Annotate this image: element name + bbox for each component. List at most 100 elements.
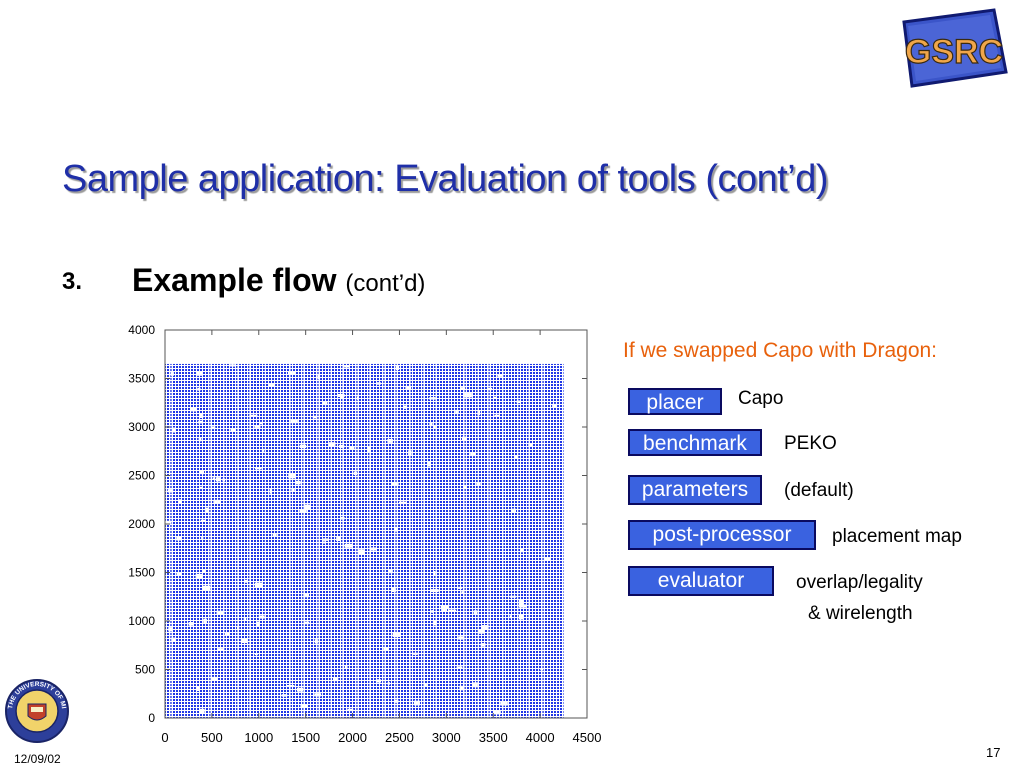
placement-gap <box>487 387 493 391</box>
y-tick-label: 3000 <box>128 420 155 434</box>
placement-gap <box>172 427 176 433</box>
placement-gap <box>322 541 326 544</box>
slide-title-cont: (cont’d) <box>705 158 829 200</box>
x-tick-label: 500 <box>201 730 223 745</box>
column-gap <box>555 363 558 718</box>
placement-gap <box>480 643 486 647</box>
column-gap <box>448 363 450 718</box>
placement-gap <box>448 609 457 612</box>
x-tick-label: 4000 <box>526 730 555 745</box>
column-gap <box>383 363 385 718</box>
placement-gap <box>204 507 209 512</box>
placement-gap <box>291 488 295 492</box>
placement-gap <box>222 478 226 482</box>
placement-gap <box>387 681 390 685</box>
placement-gap <box>520 548 524 553</box>
placement-gap <box>540 668 544 671</box>
column-gap <box>277 363 279 718</box>
placement-gap <box>552 403 557 408</box>
x-tick-label: 3500 <box>479 730 508 745</box>
placement-gap <box>212 477 216 481</box>
column-gap <box>477 363 479 718</box>
placement-gap <box>509 595 517 598</box>
slide-title: Sample application: Evaluation of tools … <box>62 158 829 201</box>
placement-gap <box>341 516 345 520</box>
placement-gap <box>459 685 465 691</box>
placement-gap <box>328 442 336 447</box>
placement-gap <box>322 401 328 406</box>
placement-gap <box>353 471 358 476</box>
placement-gap <box>178 499 182 504</box>
placement-gap <box>336 536 341 542</box>
flow-box-evaluator: evaluator <box>628 566 774 596</box>
placement-gap <box>190 407 197 412</box>
footer-date: 12/09/02 <box>14 752 61 766</box>
placement-gap <box>215 477 221 482</box>
gsrc-logo-text: GSRC <box>905 33 1003 71</box>
column-gap <box>195 363 198 718</box>
column-gap <box>528 363 530 718</box>
placement-gap <box>356 396 359 400</box>
column-gap <box>488 363 490 718</box>
placement-gap <box>197 387 201 391</box>
placement-gap <box>176 536 181 541</box>
placement-gap <box>199 470 205 475</box>
placement-gap <box>254 653 258 656</box>
placement-gaps <box>165 363 558 718</box>
y-tick-label: 0 <box>148 711 155 725</box>
placement-gap <box>394 699 399 703</box>
placement-gap <box>472 682 478 688</box>
column-gap <box>502 363 504 718</box>
placement-gap <box>464 393 472 398</box>
y-tick-label: 500 <box>135 663 155 677</box>
placement-gap <box>473 610 478 615</box>
placement-gap <box>240 638 248 644</box>
placement-gap <box>476 482 481 486</box>
flow-value-parameters: (default) <box>784 480 854 501</box>
placement-gap <box>295 480 301 485</box>
placement-gap <box>168 627 174 632</box>
column-gap <box>289 363 291 718</box>
placement-gap <box>463 486 467 489</box>
placement-gap <box>199 708 205 714</box>
placement-gap <box>269 489 273 494</box>
flow-value-evaluator-line2: & wirelength <box>808 603 913 624</box>
column-gap <box>409 363 412 718</box>
placement-gap <box>196 686 200 691</box>
flow-value-benchmark: PEKO <box>784 433 837 454</box>
placement-gap <box>281 694 288 697</box>
placement-gap <box>195 573 203 579</box>
flow-box-post-processor: post-processor <box>628 520 816 550</box>
column-gap <box>356 363 358 718</box>
placement-gap <box>272 533 277 537</box>
placement-gap <box>470 452 476 457</box>
placement-gap <box>203 618 207 624</box>
column-gap <box>302 363 304 718</box>
placement-gap <box>367 447 370 452</box>
placement-gap <box>460 387 466 391</box>
placement-gap <box>216 610 225 615</box>
placement-gap <box>456 586 463 589</box>
y-tick-label: 2500 <box>128 469 155 483</box>
placement-gap <box>433 571 436 576</box>
placement-gap <box>427 461 431 467</box>
placement-gap <box>254 582 263 588</box>
placement-cells <box>165 363 564 718</box>
placement-gap <box>344 665 348 669</box>
placement-gap <box>395 365 400 370</box>
placement-gap <box>299 509 307 513</box>
placement-gap <box>339 444 345 448</box>
placement-gap <box>515 455 518 459</box>
placement-gap <box>237 626 240 630</box>
slide-title-main: Sample application: Evaluation of tools <box>62 158 696 200</box>
placement-gap <box>199 486 203 490</box>
placement-gap <box>200 519 206 522</box>
placement-gap <box>391 482 399 487</box>
flow-box-placer: placer <box>628 388 722 415</box>
placement-gap <box>296 687 304 692</box>
placement-gap <box>518 614 524 620</box>
placement-gap <box>288 473 296 479</box>
flow-box-benchmark: benchmark <box>628 429 762 456</box>
placement-gap <box>516 400 522 404</box>
